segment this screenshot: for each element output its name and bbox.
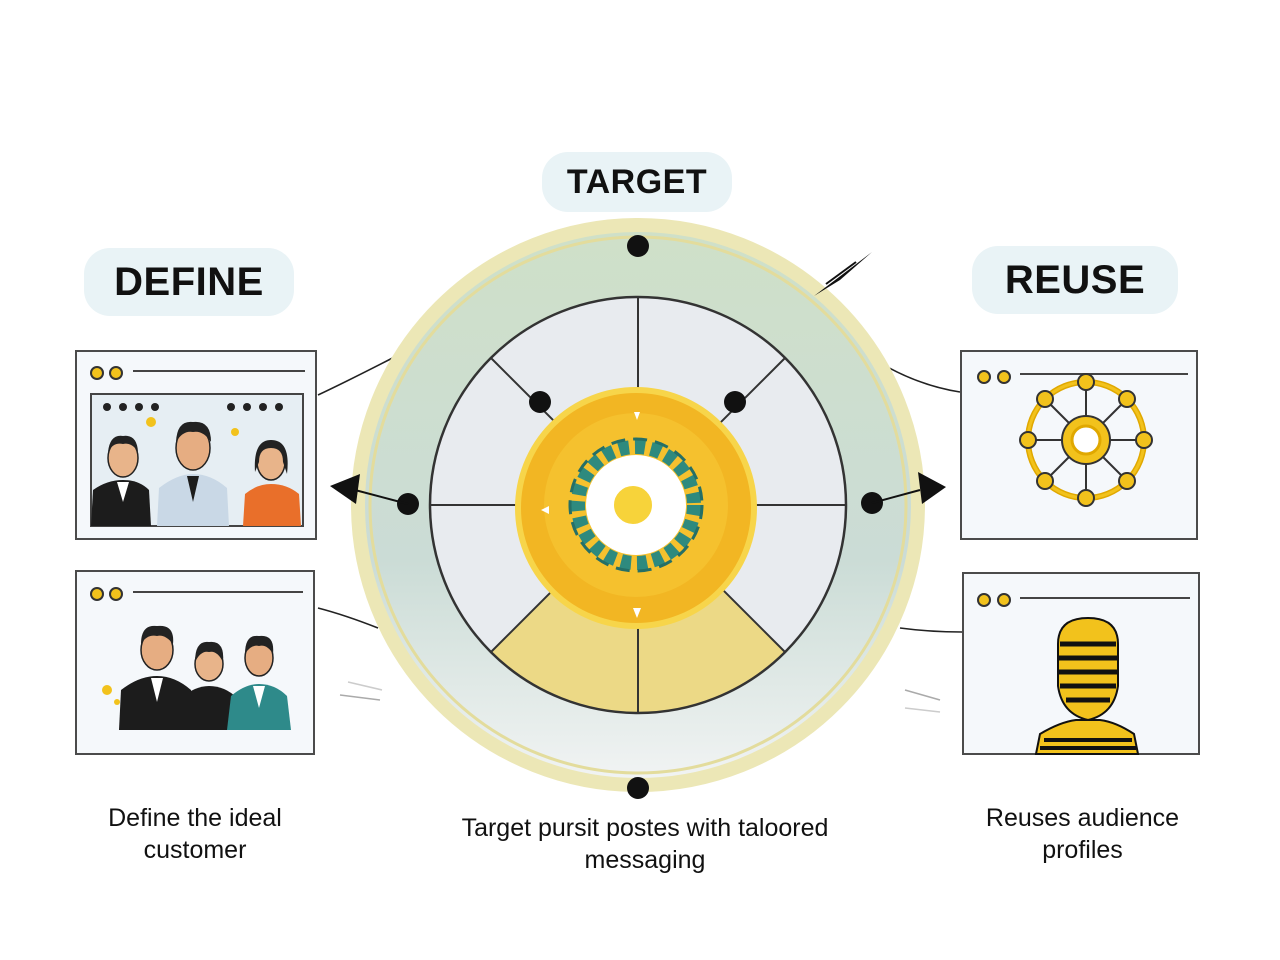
person-silhouette-icon (91, 435, 151, 526)
reuse-profile-window (962, 572, 1200, 755)
stage-title-define: DEFINE (84, 248, 294, 316)
person-silhouette-icon (177, 641, 243, 730)
caption-define: Define the ideal customer (108, 804, 282, 864)
stage-title-reuse: REUSE (972, 246, 1178, 314)
person-silhouette-icon (243, 440, 301, 526)
person-silhouette-icon (119, 625, 193, 730)
define-group-window (75, 570, 315, 755)
windows-dot-icon (977, 370, 1011, 384)
gear-icon (568, 437, 704, 573)
stage-title-target: TARGET (542, 152, 732, 212)
windows-dot-icon (90, 587, 123, 601)
person-silhouette-icon (1034, 616, 1140, 755)
windows-dot-icon (977, 593, 1011, 607)
connector-nodes (397, 235, 883, 799)
person-silhouette-icon (227, 635, 291, 730)
windows-dot-icon (90, 366, 123, 380)
caption-target: Target pursit postes with taloored messa… (461, 814, 829, 874)
define-team-window (75, 350, 317, 540)
arrow-icon (330, 252, 946, 505)
reuse-network-window (960, 350, 1198, 540)
person-silhouette-icon (157, 421, 229, 526)
central-hub (515, 387, 757, 629)
caption-reuse: Reuses audience profiles (985, 804, 1180, 864)
network-wheel-icon (1019, 373, 1153, 507)
